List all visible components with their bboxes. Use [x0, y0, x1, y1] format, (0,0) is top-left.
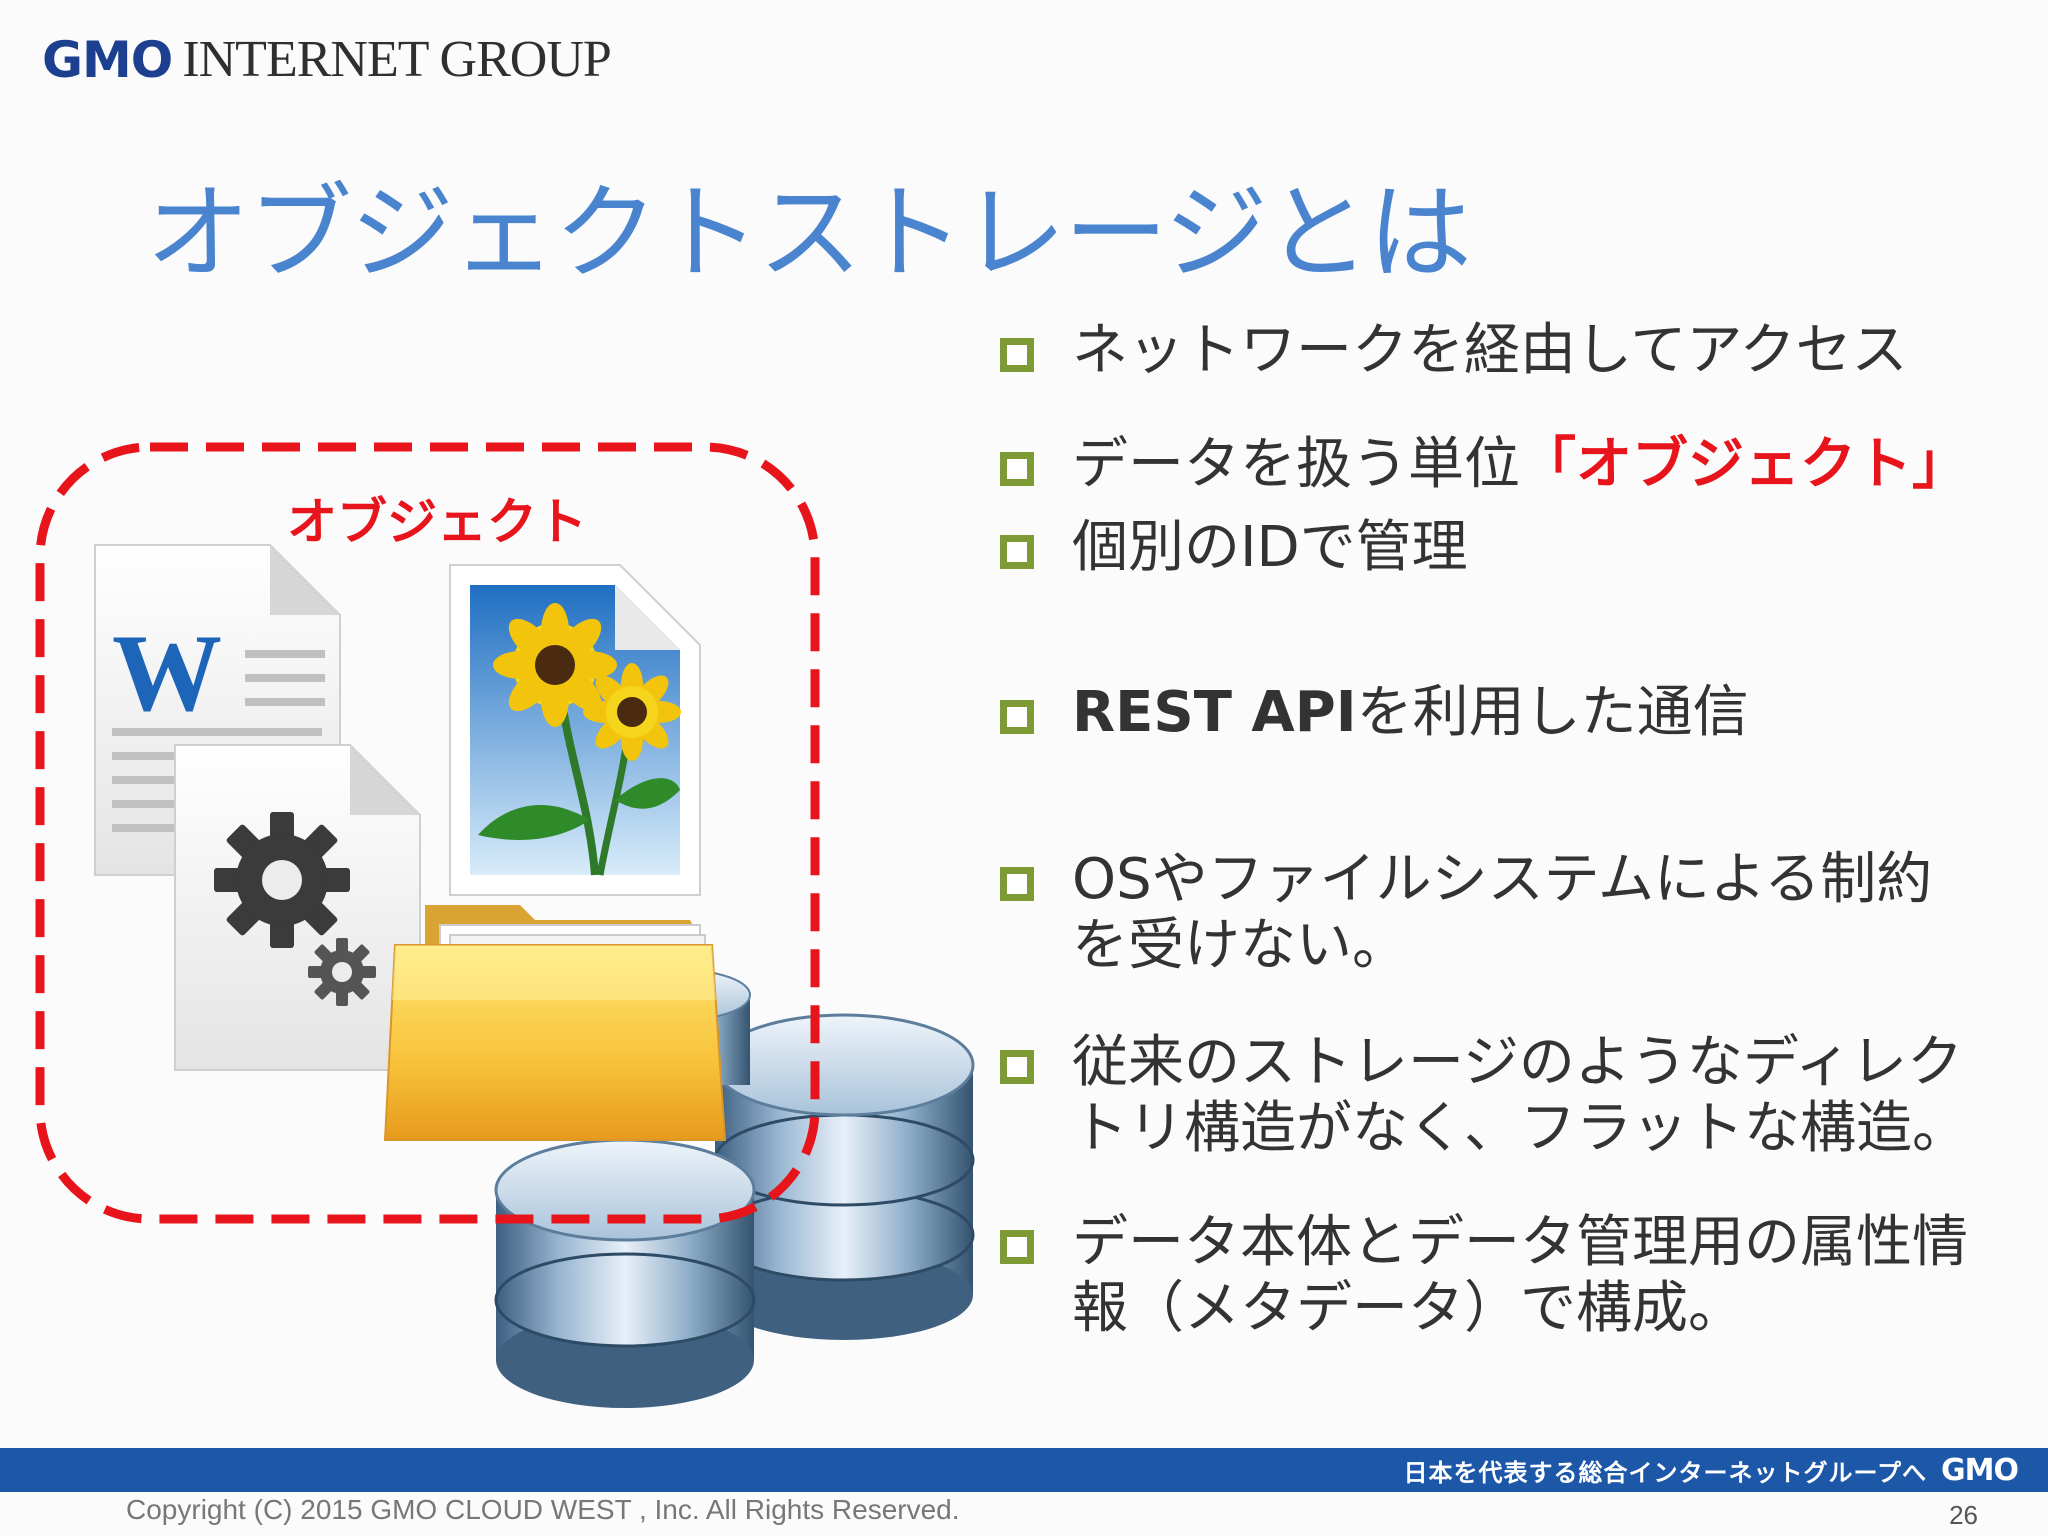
bullet-text-part: を利用した通信 [1356, 680, 1749, 745]
bullet-item: データを扱う単位「オブジェクト」 [1000, 432, 1968, 498]
bullet-item: OSやファイルシステムによる制約 を受けない。 [1000, 847, 1932, 979]
bullet-text: REST APIを利用した通信 [1072, 680, 1749, 746]
bullet-text-part: データを扱う単位 [1072, 432, 1520, 497]
logo-group: INTERNET GROUP [182, 31, 611, 88]
bullet-text: ネットワークを経由してアクセス [1072, 318, 1908, 384]
bullet-text-line2: 報（メタデータ）で構成。 [1072, 1276, 1744, 1341]
checkbox-bullet-icon [1000, 338, 1034, 372]
bullet-item: データ本体とデータ管理用の属性情 報（メタデータ）で構成。 [1000, 1210, 1968, 1342]
bullet-text: 個別のIDで管理 [1072, 515, 1468, 581]
bullet-item: ネットワークを経由してアクセス [1000, 318, 1908, 384]
page-number: 26 [1949, 1500, 1978, 1530]
footer-tagline: 日本を代表する総合インターネットグループへ [1403, 1458, 1928, 1487]
bullet-item: 個別のIDで管理 [1000, 515, 1468, 581]
bullet-highlight: 「オブジェクト」 [1520, 432, 1968, 497]
bullet-bold-part: REST API [1072, 680, 1357, 745]
copyright-text: Copyright (C) 2015 GMO CLOUD WEST , Inc.… [126, 1494, 960, 1525]
illustration-svg: W [35, 442, 975, 1408]
bullet-text-part: OSやファイルシステムによる制約 [1072, 847, 1933, 912]
svg-text:W: W [112, 612, 222, 734]
slide-title: オブジェクトストレージとは [146, 172, 1472, 294]
bullet-text-part: 従来のストレージのようなディレク [1072, 1030, 1963, 1095]
bullet-text-line2: トリ構造がなく、フラットな構造。 [1072, 1096, 1968, 1161]
bullet-text: データ本体とデータ管理用の属性情 報（メタデータ）で構成。 [1072, 1210, 1968, 1342]
bullet-text-part: データ本体とデータ管理用の属性情 [1072, 1210, 1968, 1275]
footer-gmo-logo: GMO [1941, 1452, 2019, 1488]
checkbox-bullet-icon [1000, 867, 1034, 901]
footer-bar: 日本を代表する総合インターネットグループへ GMO [0, 1448, 2048, 1492]
checkbox-bullet-icon [1000, 452, 1034, 486]
bullet-text: 従来のストレージのようなディレク トリ構造がなく、フラットな構造。 [1072, 1030, 1968, 1162]
checkbox-bullet-icon [1000, 1050, 1034, 1084]
bullet-text: データを扱う単位「オブジェクト」 [1072, 432, 1968, 498]
logo-brand: GMO [42, 31, 173, 89]
bullet-text-part: 個別のIDで管理 [1072, 515, 1468, 580]
bullet-text-line2: を受けない。 [1072, 913, 1408, 978]
bullet-text: OSやファイルシステムによる制約 を受けない。 [1072, 847, 1932, 979]
bullet-item: 従来のストレージのようなディレク トリ構造がなく、フラットな構造。 [1000, 1030, 1968, 1162]
gmo-logo: GMO INTERNET GROUP [42, 30, 612, 90]
bullet-item: REST APIを利用した通信 [1000, 680, 1749, 746]
checkbox-bullet-icon [1000, 535, 1034, 569]
object-storage-illustration: W [0, 0, 1000, 1450]
settings-document-icon [174, 744, 421, 1071]
image-document-icon [449, 564, 701, 896]
checkbox-bullet-icon [1000, 1230, 1034, 1264]
folder-icon [383, 905, 727, 1141]
bullet-text-part: ネットワークを経由してアクセス [1072, 318, 1908, 383]
object-label: オブジェクト [287, 493, 587, 551]
checkbox-bullet-icon [1000, 700, 1034, 734]
